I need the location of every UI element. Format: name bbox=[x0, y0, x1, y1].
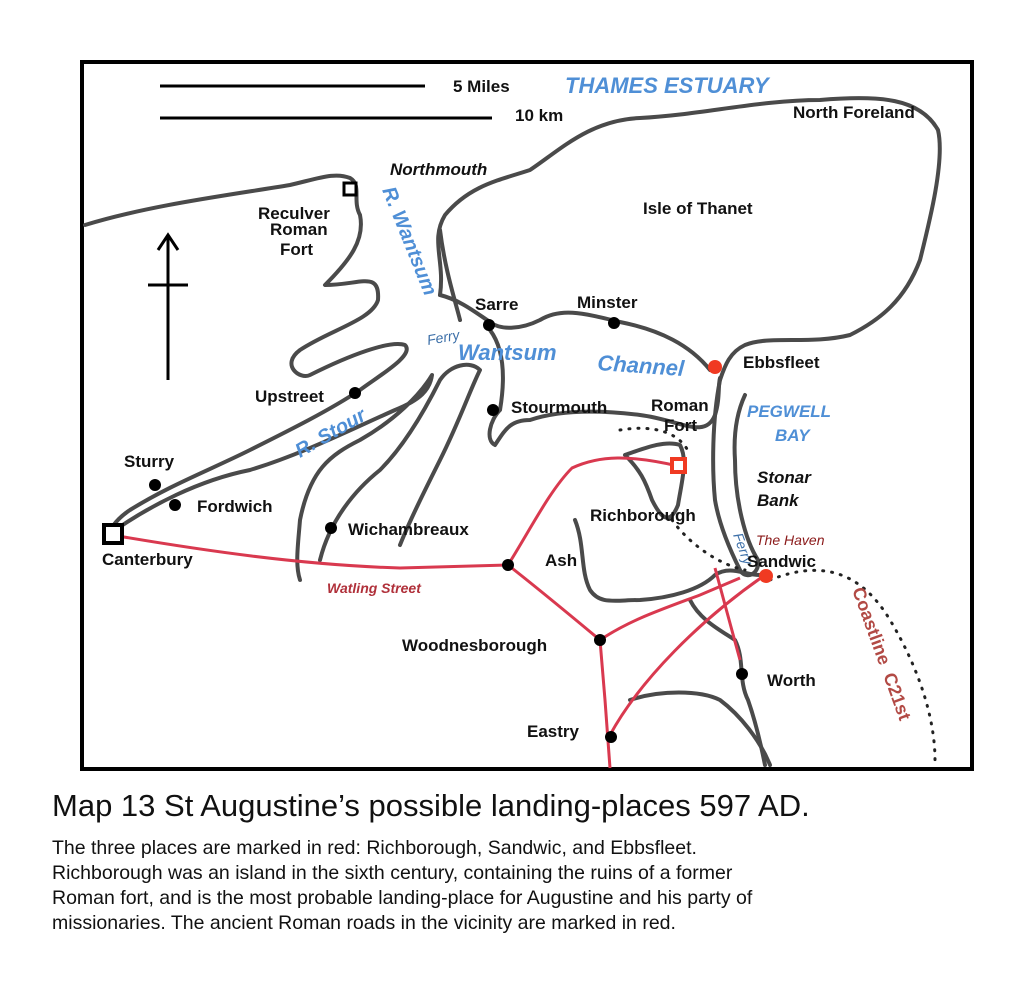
caption-line: The three places are marked in red: Rich… bbox=[52, 837, 697, 859]
ash-marker bbox=[502, 559, 514, 571]
reculver-roman-label: Roman bbox=[270, 220, 328, 239]
pegwell-label: PEGWELL bbox=[747, 402, 831, 421]
upstreet-marker bbox=[349, 387, 361, 399]
ferry-label-wantsum: Ferry bbox=[426, 326, 462, 348]
stourmouth-marker bbox=[487, 404, 499, 416]
roman-roads bbox=[111, 456, 766, 769]
reculver-fort-marker bbox=[342, 181, 358, 197]
coastlines bbox=[83, 96, 942, 767]
minster-marker bbox=[608, 317, 620, 329]
ash-label: Ash bbox=[545, 551, 577, 570]
sandwic-label: Sandwic bbox=[747, 552, 816, 571]
caption-text: The three places are marked in red: Rich… bbox=[52, 836, 992, 936]
scale-km-label: 10 km bbox=[515, 106, 563, 125]
route-dotted bbox=[670, 518, 747, 572]
sarre-marker bbox=[483, 319, 495, 331]
bay-label: BAY bbox=[775, 426, 811, 445]
worth-label: Worth bbox=[767, 671, 816, 690]
channel-label: Channel bbox=[597, 350, 686, 381]
caption-line: Richborough was an island in the sixth c… bbox=[52, 862, 733, 884]
northmouth-label: Northmouth bbox=[390, 160, 487, 179]
ebbsfleet-label: Ebbsfleet bbox=[743, 353, 820, 372]
woodnesborough-label: Woodnesborough bbox=[402, 636, 547, 655]
fordwich-marker bbox=[169, 499, 181, 511]
sturry-marker bbox=[149, 479, 161, 491]
canterbury-label: Canterbury bbox=[102, 550, 193, 569]
scale-miles-label: 5 Miles bbox=[453, 77, 510, 96]
woodnesborough-marker bbox=[594, 634, 606, 646]
roman-fort-roman-label: Roman bbox=[651, 396, 709, 415]
richborough-fort-marker bbox=[670, 457, 687, 474]
richborough-label: Richborough bbox=[590, 506, 696, 525]
wichambreaux-label: Wichambreaux bbox=[348, 520, 469, 539]
worth-marker bbox=[736, 668, 748, 680]
watling-street-label: Watling Street bbox=[327, 580, 422, 596]
minster-label: Minster bbox=[577, 293, 638, 312]
the-haven-label: The Haven bbox=[756, 532, 825, 548]
fordwich-label: Fordwich bbox=[197, 497, 273, 516]
reculver-label: Reculver bbox=[258, 204, 330, 223]
reculver-fort-label: Fort bbox=[280, 240, 313, 259]
thames-estuary-label: THAMES ESTUARY bbox=[565, 73, 771, 98]
north-arrow-icon bbox=[148, 232, 188, 380]
caption-line: Roman fort, and is the most probable lan… bbox=[52, 887, 753, 909]
wichambreaux-marker bbox=[325, 522, 337, 534]
sandwic-marker bbox=[759, 569, 773, 583]
eastry-marker bbox=[605, 731, 617, 743]
isle-of-thanet-label: Isle of Thanet bbox=[643, 199, 753, 218]
ancient-coast-dotted bbox=[618, 426, 692, 457]
wantsum-label: Wantsum bbox=[458, 340, 557, 365]
ebbsfleet-marker bbox=[708, 360, 722, 374]
upstreet-label: Upstreet bbox=[255, 387, 324, 406]
canterbury-marker bbox=[102, 523, 124, 545]
eastry-label: Eastry bbox=[527, 722, 580, 741]
map-frame bbox=[80, 60, 974, 771]
roman-fort-fort-label: Fort bbox=[664, 416, 697, 435]
sturry-label: Sturry bbox=[124, 452, 175, 471]
stourmouth-label: Stourmouth bbox=[511, 398, 607, 417]
caption-line: missionaries. The ancient Roman roads in… bbox=[52, 912, 676, 934]
coastline-c21st-dotted bbox=[768, 568, 937, 762]
caption-title: Map 13 St Augustine’s possible landing-p… bbox=[52, 788, 810, 823]
north-foreland-label: North Foreland bbox=[793, 103, 915, 122]
stonar-label: Stonar bbox=[757, 468, 812, 487]
bank-label: Bank bbox=[757, 491, 800, 510]
sarre-label: Sarre bbox=[475, 295, 518, 314]
